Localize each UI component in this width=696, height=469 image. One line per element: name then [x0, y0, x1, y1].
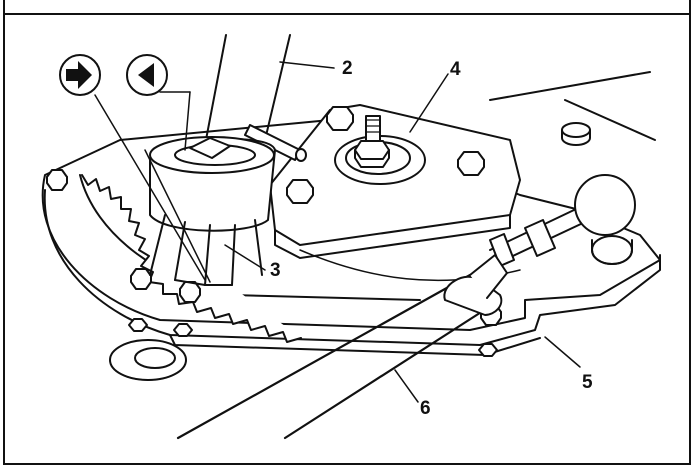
- frame-top-right-edge: [689, 0, 691, 13]
- bolt: [130, 268, 152, 290]
- bolt: [128, 318, 148, 332]
- left-arrow-icon: [126, 54, 168, 96]
- frame-top-left-edge: [3, 0, 5, 13]
- callout-3: 3: [270, 260, 281, 281]
- ball-joint-rod: [489, 174, 636, 267]
- callout-6: 6: [420, 398, 431, 419]
- callout-2: 2: [342, 58, 353, 79]
- bolt: [179, 281, 201, 303]
- leader-lines: [94, 61, 581, 403]
- cable: [176, 254, 508, 440]
- background-surface-lines: [109, 71, 656, 381]
- tool-assembly: [149, 34, 307, 286]
- callout-5: 5: [582, 372, 593, 393]
- callout-4: 4: [450, 59, 461, 80]
- triangular-bracket: [269, 104, 521, 259]
- right-arrow-icon: [59, 54, 101, 96]
- bolt: [46, 169, 68, 191]
- bolt: [478, 343, 498, 357]
- bolt: [173, 323, 193, 337]
